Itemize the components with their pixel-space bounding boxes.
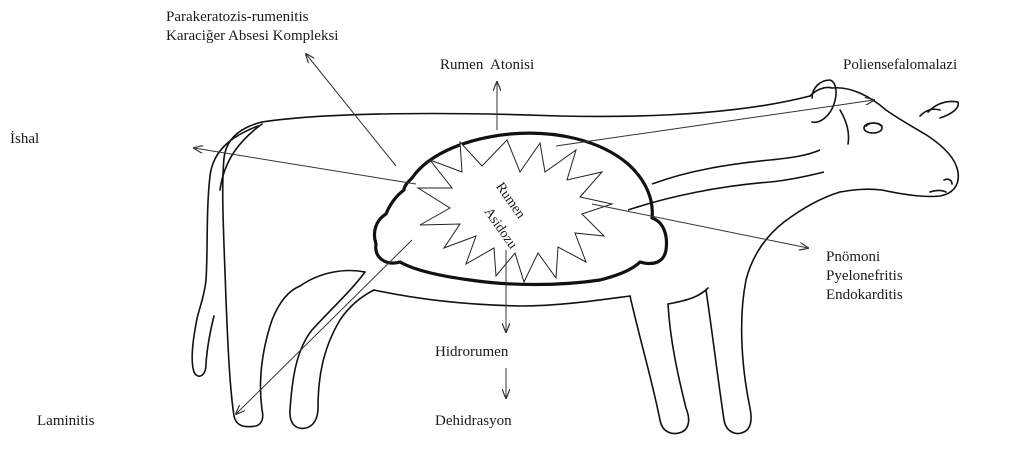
label-rumen-atonisi: Rumen Atonisi (440, 56, 534, 75)
label-dehidrasyon: Dehidrasyon (435, 412, 512, 431)
label-pyelonefritis: Pyelonefritis (826, 267, 903, 286)
label-pnomoni-group: Pnömoni Pyelonefritis Endokarditis (826, 248, 903, 305)
arrow-laminitis (236, 240, 412, 414)
esophagus (628, 150, 824, 210)
label-parakeratozis: Parakeratozis-rumenitis (166, 8, 338, 27)
label-hidrorumen: Hidrorumen (435, 343, 508, 362)
label-ishal: İshal (10, 130, 39, 149)
arrow-pnomoni (592, 204, 808, 248)
arrow-poliensefalomalazi (556, 100, 874, 146)
label-poliensefalomalazi: Poliensefalomalazi (843, 56, 957, 75)
label-laminitis: Laminitis (37, 412, 95, 431)
label-karaciger-absesi: Karaciğer Absesi Kompleksi (166, 27, 338, 46)
arrow-parakeratozis (306, 54, 396, 166)
label-parakeratozis-group: Parakeratozis-rumenitis Karaciğer Absesi… (166, 8, 338, 46)
label-pnomoni: Pnömoni (826, 248, 903, 267)
label-endokarditis: Endokarditis (826, 286, 903, 305)
